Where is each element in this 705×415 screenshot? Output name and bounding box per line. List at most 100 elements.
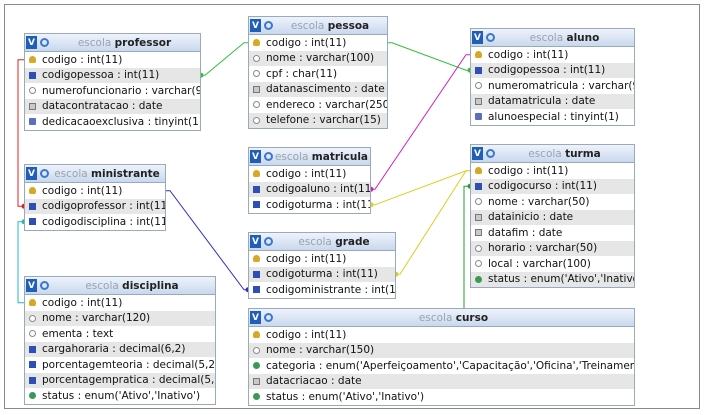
gear-icon[interactable] [264, 237, 273, 246]
gear-icon[interactable] [264, 313, 273, 322]
column-row[interactable]: nome : varchar(150) [249, 342, 634, 358]
gear-icon[interactable] [264, 152, 273, 161]
column-label: categoria : enum('Aperfeiçoamento','Capa… [266, 359, 634, 372]
column-row[interactable]: porcentagemteoria : decimal(5,2) [25, 357, 215, 373]
column-row[interactable]: codigo : int(11) [25, 183, 165, 199]
collapse-icon[interactable]: V [250, 311, 261, 324]
column-row[interactable]: nome : varchar(50) [471, 194, 634, 210]
column-row[interactable]: codigo : int(11) [471, 163, 634, 179]
gear-icon[interactable] [40, 169, 49, 178]
column-label: nome : varchar(150) [266, 344, 375, 357]
column-row[interactable]: codigodisciplina : int(11) [25, 214, 165, 230]
column-row[interactable]: cargahoraria : decimal(6,2) [25, 341, 215, 357]
gear-icon[interactable] [264, 21, 273, 30]
column-row[interactable]: codigopessoa : int(11) [25, 67, 200, 83]
column-row[interactable]: codigo : int(11) [249, 327, 634, 343]
column-row[interactable]: datainicio : date [471, 209, 634, 225]
collapse-icon[interactable]: V [250, 150, 261, 163]
column-label: datamatricula : date [488, 95, 596, 108]
txt-type-icon [475, 244, 482, 252]
column-row[interactable]: status : enum('Ativo','Inativo') [249, 389, 634, 405]
column-row[interactable]: datafim : date [471, 225, 634, 241]
collapse-icon[interactable]: V [26, 167, 37, 180]
column-row[interactable]: codigo : int(11) [471, 47, 634, 63]
column-row[interactable]: ementa : text [25, 326, 215, 342]
column-row[interactable]: codigopessoa : int(11) [471, 62, 634, 78]
column-label: codigoprofessor : int(11) [42, 200, 165, 213]
column-row[interactable]: telefone : varchar(15) [249, 112, 387, 128]
table-name: turma [565, 147, 601, 160]
column-row[interactable]: endereco : varchar(250) [249, 97, 387, 113]
column-row[interactable]: status : enum('Ativo','Inativo') [471, 271, 634, 287]
gear-icon[interactable] [486, 33, 495, 42]
collapse-icon[interactable]: V [472, 147, 483, 160]
column-row[interactable]: nome : varchar(100) [249, 50, 387, 66]
column-row[interactable]: codigo : int(11) [25, 52, 200, 68]
collapse-icon[interactable]: V [250, 235, 261, 248]
table-title: escola pessoa [273, 20, 387, 32]
column-row[interactable]: nome : varchar(120) [25, 310, 215, 326]
column-row[interactable]: status : enum('Ativo','Inativo') [25, 388, 215, 404]
collapse-icon[interactable]: V [250, 19, 261, 32]
column-label: horario : varchar(50) [488, 242, 598, 255]
gear-icon[interactable] [40, 38, 49, 47]
column-row[interactable]: horario : varchar(50) [471, 240, 634, 256]
column-row[interactable]: codigo : int(11) [249, 251, 395, 267]
enm-type-icon [29, 392, 36, 400]
column-row[interactable]: datacriacao : date [249, 373, 634, 389]
table-title: escola curso [273, 312, 634, 324]
column-row[interactable]: datamatricula : date [471, 93, 634, 109]
column-label: codigo : int(11) [42, 296, 123, 309]
column-row[interactable]: numeromatricula : varchar(9) [471, 78, 634, 94]
column-row[interactable]: porcentagempratica : decimal(5,2) [25, 372, 215, 388]
column-row[interactable]: alunoespecial : tinyint(1) [471, 109, 634, 125]
gear-icon[interactable] [40, 281, 49, 290]
collapse-icon[interactable]: V [472, 31, 483, 44]
column-row[interactable]: numerofuncionario : varchar(9) [25, 83, 200, 99]
num-type-icon [29, 361, 36, 369]
column-row[interactable]: codigoministrante : int(11) [249, 282, 395, 298]
column-row[interactable]: codigoaluno : int(11) [249, 181, 370, 197]
column-row[interactable]: codigoprofessor : int(11) [25, 198, 165, 214]
column-row[interactable]: codigocurso : int(11) [471, 178, 634, 194]
column-row[interactable]: categoria : enum('Aperfeiçoamento','Capa… [249, 358, 634, 374]
table-name: professor [114, 36, 172, 49]
column-row[interactable]: codigo : int(11) [25, 295, 215, 311]
column-row[interactable]: codigoturma : int(11) [249, 197, 370, 213]
column-row[interactable]: codigo : int(11) [249, 35, 387, 51]
txt-type-icon [253, 70, 260, 78]
column-row[interactable]: cpf : char(11) [249, 66, 387, 82]
column-label: nome : varchar(120) [42, 312, 151, 325]
date-type-icon [253, 377, 260, 385]
column-label: cpf : char(11) [266, 67, 338, 80]
column-row[interactable]: dedicacaoexclusiva : tinyint(1) [25, 114, 200, 130]
column-row[interactable]: local : varchar(100) [471, 256, 634, 272]
column-row[interactable]: codigoturma : int(11) [249, 266, 395, 282]
column-row[interactable]: datanascimento : date [249, 81, 387, 97]
table-title: escola disciplina [49, 280, 215, 292]
column-label: endereco : varchar(250) [266, 98, 387, 111]
column-row[interactable]: codigo : int(11) [249, 166, 370, 182]
collapse-icon[interactable]: V [26, 36, 37, 49]
collapse-icon[interactable]: V [26, 279, 37, 292]
gear-icon[interactable] [486, 149, 495, 158]
column-row[interactable]: datacontratacao : date [25, 98, 200, 114]
